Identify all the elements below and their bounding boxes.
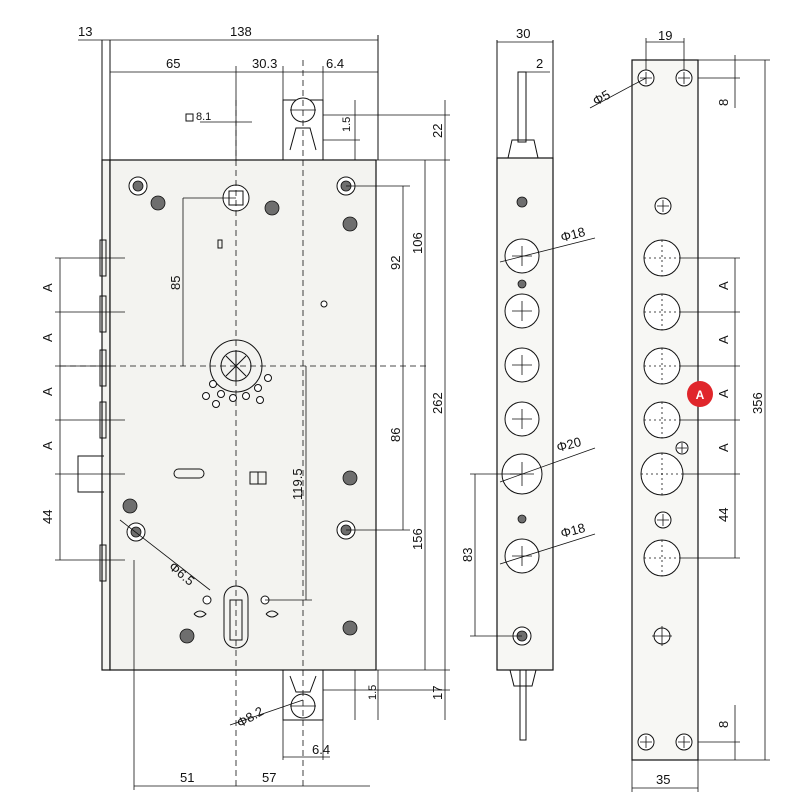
dim-a-right-4: A bbox=[716, 443, 731, 452]
dim-8-top: 8 bbox=[716, 99, 731, 106]
dim-a-2: A bbox=[40, 333, 55, 342]
dim-phi-18-b: Φ18 bbox=[559, 520, 587, 541]
plate-hole bbox=[643, 401, 681, 439]
dim-a-right-1: A bbox=[716, 281, 731, 290]
strip-screw bbox=[517, 279, 527, 289]
dim-square-8-1: 8.1 bbox=[196, 111, 211, 123]
cylinder-hole bbox=[223, 585, 249, 649]
strip-bolt bbox=[504, 538, 540, 574]
dim-92: 92 bbox=[388, 256, 403, 270]
side-strip-dimensions: 30 2 Φ18 Φ20 Φ18 83 bbox=[460, 26, 596, 637]
latch-slot bbox=[173, 468, 205, 479]
strip-screw bbox=[516, 196, 528, 208]
dim-phi-5: Φ5 bbox=[590, 87, 613, 109]
dim-2: 2 bbox=[536, 56, 543, 71]
lock-case bbox=[109, 159, 377, 671]
plate-hole bbox=[643, 293, 681, 331]
dim-86: 86 bbox=[388, 428, 403, 442]
case-screw bbox=[150, 195, 166, 211]
plate-screw bbox=[654, 511, 672, 529]
case-screw bbox=[128, 176, 148, 196]
case-screw bbox=[342, 620, 358, 636]
dim-44-left: 44 bbox=[40, 510, 55, 524]
case-screw bbox=[179, 628, 195, 644]
dim-51: 51 bbox=[180, 770, 194, 785]
lock-body-view bbox=[60, 35, 430, 790]
badge-circle bbox=[687, 381, 713, 407]
dim-19: 19 bbox=[658, 28, 672, 43]
case-screw bbox=[264, 200, 280, 216]
strip-screw bbox=[517, 514, 527, 524]
dim-6-4-top: 6.4 bbox=[326, 56, 344, 71]
dim-262: 262 bbox=[430, 392, 445, 414]
lock-body-dimensions: 13 138 65 30.3 6.4 8.1 1.5 22 85 92 106 bbox=[40, 24, 450, 790]
strip-bolt bbox=[504, 401, 540, 437]
strip-bolt bbox=[504, 238, 540, 274]
dim-44-right: 44 bbox=[716, 508, 731, 522]
bolt-tab bbox=[99, 544, 107, 582]
plate-hole bbox=[643, 347, 681, 385]
bolt-tab bbox=[99, 349, 107, 387]
dim-65: 65 bbox=[166, 56, 180, 71]
dim-356: 356 bbox=[750, 392, 765, 414]
dim-156: 156 bbox=[410, 528, 425, 550]
dim-13: 13 bbox=[78, 24, 92, 39]
dim-8-bot: 8 bbox=[716, 721, 731, 728]
dim-85: 85 bbox=[168, 276, 183, 290]
plate-screw bbox=[637, 733, 655, 751]
dim-phi-18-a: Φ18 bbox=[559, 224, 587, 245]
strike-plate-dimensions: 19 Φ5 8 A A A A 44 356 8 35 bbox=[589, 28, 770, 792]
case-screw bbox=[342, 216, 358, 232]
dim-57: 57 bbox=[262, 770, 276, 785]
dim-a-4: A bbox=[40, 441, 55, 450]
dim-1-5-bot: 1.5 bbox=[367, 685, 379, 700]
dim-83: 83 bbox=[460, 548, 475, 562]
dim-a-right-2: A bbox=[716, 335, 731, 344]
side-strip-view bbox=[496, 40, 554, 741]
dim-phi-8-2: Φ8.2 bbox=[234, 703, 266, 730]
case-screw bbox=[342, 470, 358, 486]
plate-screw bbox=[675, 441, 689, 455]
plate-small-hole bbox=[652, 626, 672, 646]
dim-35: 35 bbox=[656, 772, 670, 787]
dim-30-3: 30.3 bbox=[252, 56, 277, 71]
plate-hole bbox=[643, 239, 681, 277]
badge-label: A bbox=[696, 388, 705, 402]
dim-6-4-bot: 6.4 bbox=[312, 742, 330, 757]
bolt-tab bbox=[99, 295, 107, 333]
dim-a-3: A bbox=[40, 387, 55, 396]
strike-plate-view: A bbox=[631, 59, 713, 761]
dim-a-1: A bbox=[40, 283, 55, 292]
plate-hole-large bbox=[640, 452, 684, 496]
plate-screw bbox=[675, 733, 693, 751]
dim-119-5: 119.5 bbox=[290, 468, 305, 500]
dim-17: 17 bbox=[430, 686, 445, 700]
dim-1-5-top: 1.5 bbox=[341, 117, 353, 132]
plate-screw bbox=[675, 69, 693, 87]
highlight-badge: A bbox=[687, 381, 713, 407]
dim-106: 106 bbox=[410, 232, 425, 254]
case-screw bbox=[122, 498, 138, 514]
dim-a-right-3: A bbox=[716, 389, 731, 398]
dim-30: 30 bbox=[516, 26, 530, 41]
strip-bolt bbox=[504, 293, 540, 329]
plate-hole bbox=[643, 539, 681, 577]
strip-bolt bbox=[504, 347, 540, 383]
dim-138: 138 bbox=[230, 24, 252, 39]
plate-screw bbox=[654, 197, 672, 215]
dim-22: 22 bbox=[430, 124, 445, 138]
dim-phi-20: Φ20 bbox=[555, 434, 583, 455]
